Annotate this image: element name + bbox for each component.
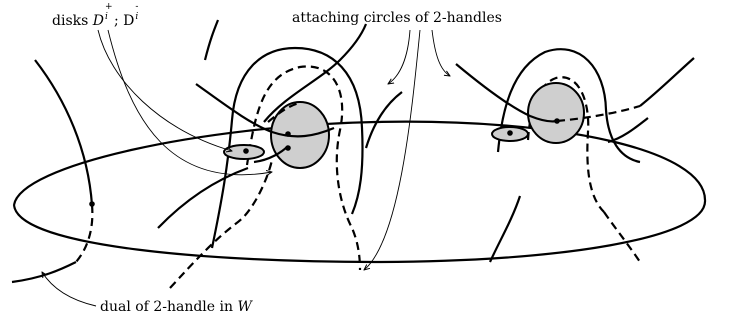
dual-space: W [237,299,252,315]
disk-separator: ; [113,13,119,29]
right-attach-curve-2 [557,106,640,121]
left-disk-dot-upper [285,131,291,137]
dual-leader [42,272,96,306]
left-lower-dashed [170,160,272,288]
disks-prefix: disks [52,13,89,29]
dual-prefix: dual of 2-handle in [100,299,233,315]
right-disk-large [528,83,584,143]
left-attach-curve-2 [205,20,218,60]
left-attach-curve-3 [264,24,366,122]
disk-plus-scripts: +i [104,3,114,25]
disk-minus-scripts: -i [134,3,144,25]
left-disk-large [271,102,329,168]
dual-arc-dot [89,201,95,207]
disk-plus-sub: i [104,12,108,22]
attaching-circles-label: attaching circles of 2-handles [292,10,502,26]
disk-plus-name: D [92,13,104,29]
disks-leader-1 [98,30,232,151]
circles-leader-2 [364,30,420,270]
right-attach-curve-1 [456,64,557,121]
left-attach-dashed-top [268,103,300,122]
disk-plus-sup: + [104,2,113,12]
dual-label: dual of 2-handle in W [100,300,252,314]
right-attach-curve-4 [608,118,648,142]
dual-arc-dashed [76,205,92,262]
right-handle-descender [490,196,520,262]
disk-minus-sub: i [135,12,139,22]
left-handle-inner-dashed [247,66,360,270]
left-attach-curve-1 [196,84,334,136]
base-ellipse-front [14,200,705,262]
disks-leader-2 [108,30,272,175]
left-disk-small-dot [243,148,249,154]
right-attach-curve-3 [640,58,694,106]
disk-minus-sup: - [135,2,139,12]
disks-label: disks D+i; D-i [52,3,144,29]
circles-leader-1 [388,30,410,84]
base-ellipse-back [14,122,705,205]
left-lower-curve-solid [158,168,248,228]
disk-minus-name: D [123,13,135,29]
right-disk-small-dot [507,130,513,136]
left-attach-curve-4 [366,92,402,148]
circles-leader-3 [432,30,450,76]
dual-arc-solid [35,60,92,205]
left-handle-outer [212,48,363,248]
left-disk-dot-lower [285,145,291,151]
right-handle-descender-dashed [604,212,640,262]
dual-arc-lower [12,262,76,282]
